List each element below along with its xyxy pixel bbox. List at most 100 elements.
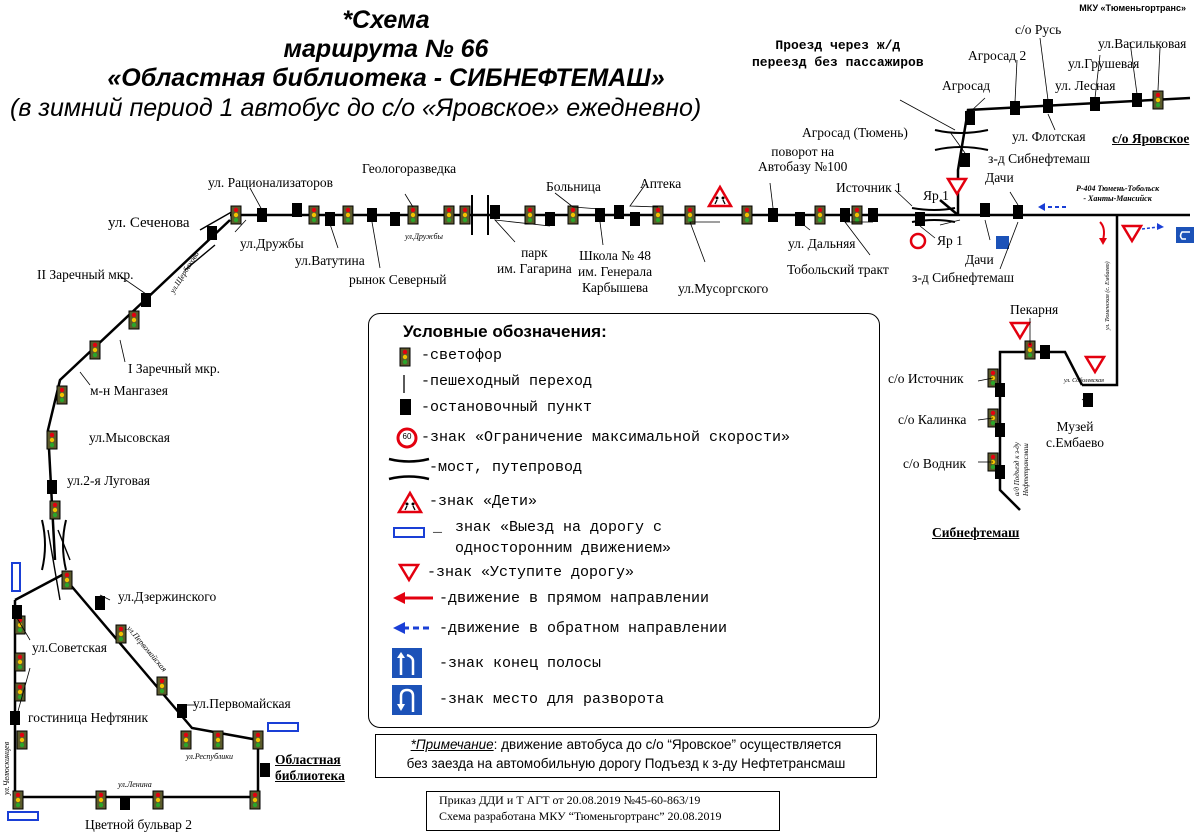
traffic-light-icon — [399, 347, 411, 367]
forward-arrow-icon — [393, 592, 433, 604]
subtitle: (в зимний период 1 автобус до с/о «Яровс… — [10, 94, 702, 122]
legend-item-bus-stop: -остановочный пункт — [421, 399, 593, 416]
label-ul-mussorgskogo: ул.Мусоргского — [678, 281, 769, 296]
label-proezd: Проезд через ж/д переезд без пассажиров — [752, 38, 924, 70]
legend-item-bridge: -мост, путепровод — [429, 459, 583, 476]
label-dachi-top: Дачи — [985, 170, 1014, 185]
legend-item-lane-end: -знак конец полосы — [439, 655, 602, 672]
note-text: : движение автобуса до с/о “Яровское” ос… — [493, 737, 842, 752]
label-co-kalinka: с/о Калинка — [898, 412, 967, 427]
direction-arrows — [899, 99, 1164, 245]
label-ul-ratsionalizatorov: ул. Рационализаторов — [208, 175, 333, 190]
bus-stop-icon — [400, 399, 411, 415]
label-zd-sibneftemash-bottom: з-д Сибнефтемаш — [912, 270, 1015, 285]
label-ii-zarechny: II Заречный мкр. — [37, 267, 134, 282]
label-shkola48: Школа № 48 им. Генерала Карбышева — [578, 248, 653, 295]
label-istochnik1: Источник 1 — [836, 180, 902, 195]
label-pekarnya: Пекарня — [1010, 302, 1059, 317]
label-sibneftemash: Сибнефтемаш — [932, 525, 1020, 540]
legend-item-forward: -движение в прямом направлении — [439, 590, 710, 607]
backward-arrow-icon — [393, 622, 433, 634]
legend-item-crosswalk: -пешеходный переход — [421, 373, 593, 390]
label-yar1-bottom: Яр 1 — [937, 233, 963, 248]
label-ul-dalnyaya: ул. Дальняя — [788, 236, 856, 251]
label-ul-mysovskaya: ул.Мысовская — [89, 430, 170, 445]
label-povorot: поворот на Автобазу №100 — [758, 144, 848, 174]
label-gostinitsa: гостиница Нефтяник — [28, 710, 149, 725]
speed-limit-icon — [396, 427, 418, 449]
legend-item-yield: -знак «Уступите дорогу» — [427, 564, 635, 581]
legend-item-traffic-light: -светофор — [421, 347, 503, 364]
label-ul-2-lugovaya: ул.2-я Луговая — [67, 473, 151, 488]
u-turn-icon — [392, 685, 422, 715]
label-ul-pervomayskaya: ул.Первомайская — [193, 696, 291, 711]
label-ul-dzerzhinskogo: ул.Дзержинского — [118, 589, 217, 604]
note-box: *Примечание: движение автобуса до с/о “Я… — [375, 734, 877, 778]
label-tsvetnoy-bulvar: Цветной бульвар 2 — [85, 817, 192, 832]
label-co-yarovskoe: с/о Яровское — [1112, 131, 1190, 146]
label-ul-druzhby: ул.Дружбы — [240, 236, 304, 251]
label-zd-sibneftemash-top: з-д Сибнефтемаш — [988, 151, 1091, 166]
label-m-mangazeya: м-н Мангазея — [90, 383, 168, 398]
legend-item-u-turn: -знак место для разворота — [439, 691, 665, 708]
label-co-rus: с/о Русь — [1015, 22, 1062, 37]
label-apteka: Аптека — [640, 176, 682, 191]
label-agrosad2: Агросад 2 — [968, 48, 1027, 63]
title-line2: маршрута № 66 — [283, 35, 489, 63]
leader-lines — [14, 37, 1161, 723]
bridge-icon — [388, 457, 430, 481]
label-tobolsky-trakt: Тобольский тракт — [787, 262, 889, 277]
note-line1: *Примечание: движение автобуса до с/о “Я… — [376, 735, 876, 754]
order-box: Приказ ДДИ и Т АГТ от 20.08.2019 №45-60-… — [426, 791, 780, 831]
label-ul-grushevaya: ул.Грушевая — [1068, 56, 1140, 71]
label-geologorazvedka: Геологоразведка — [362, 161, 457, 176]
lane-end-icon — [392, 648, 422, 678]
legend-title: Условные обозначения: — [403, 322, 607, 341]
note-prefix: *Примечание — [410, 737, 494, 752]
label-dachi-bottom: Дачи — [965, 252, 994, 267]
label-ul-vatutina: ул.Ватутина — [295, 253, 365, 268]
label-agrosad: Агросад — [942, 78, 991, 93]
label-co-vodnik: с/о Водник — [903, 456, 967, 471]
order-line2: Схема разработана МКУ “Тюменьгортранс” 2… — [439, 809, 722, 823]
one-way-exit-icon — [393, 527, 425, 538]
label-ul-sobolevskaya: ул. Соболевская — [1064, 378, 1104, 384]
title-line1: *Схема — [342, 6, 430, 34]
label-r404: Р-404 Тюмень-Тобольск - Ханты-Мансийск — [1076, 184, 1160, 203]
yield-sign-icon — [398, 563, 420, 582]
label-rynok-severny: рынок Северный — [349, 272, 447, 287]
legend-item-speed-limit: -знак «Ограничение максимальной скорости… — [421, 429, 791, 446]
label-i-zarechny: I Заречный мкр. — [128, 361, 220, 376]
legend-panel: Условные обозначения: -светофор -пешеход… — [368, 313, 880, 728]
label-agrosad-tyumen: Агросад (Тюмень) — [802, 125, 908, 140]
legend-item-one-way: знак «Выезд на дорогу с односторонним дв… — [455, 519, 672, 557]
order-line1: Приказ ДДИ и Т АГТ от 20.08.2019 №45-60-… — [439, 793, 701, 807]
label-ul-flotskaya: ул. Флотская — [1012, 129, 1086, 144]
label-yar1-top: Яр 1 — [923, 188, 949, 203]
label-ul-vasilkovaya: ул.Васильковая — [1098, 36, 1187, 51]
label-ul-tyumenskaya: ул. Тюменская (с. Ембаево) — [1105, 261, 1111, 330]
route-line-thin — [47, 209, 236, 601]
crosswalk-icon — [403, 375, 405, 393]
label-park-gagarina: парк им. Гагарина — [497, 245, 572, 276]
label-ul-druzhby-small: ул.Дружбы — [405, 232, 443, 241]
org-label: МКУ «Тюменьгортранс» — [1079, 3, 1186, 13]
label-ul-lesnaya: ул. Лесная — [1055, 78, 1116, 93]
note-line2: без заезда на автомобильную дорогу Подъе… — [406, 756, 846, 771]
label-ul-lenina: ул.Ленина — [118, 780, 152, 789]
road-signs — [7, 177, 1194, 821]
legend-item-children: -знак «Дети» — [429, 493, 538, 510]
children-sign-icon — [397, 491, 423, 514]
label-muzey: Музей с.Ембаево — [1046, 419, 1105, 450]
label-ul-chelyuskintsev: ул.Челюскинцев — [2, 741, 11, 795]
label-ul-sovetskaya: ул.Советская — [32, 640, 107, 655]
title-line3: «Областная библиотека - СИБНЕФТЕМАШ» — [107, 64, 665, 92]
legend-item-backward: -движение в обратном направлении — [439, 620, 728, 637]
speed-limit-value: 60 — [402, 432, 412, 441]
label-bolnitsa: Больница — [546, 179, 601, 194]
label-oblastnaya-biblioteka: Областная библиотека — [275, 752, 345, 783]
label-podezd-neftetransmash: а/д Подъезд к з-ду Нефтетрансмаш — [1013, 442, 1030, 496]
label-ul-sechenova: ул. Сеченова — [108, 215, 190, 231]
